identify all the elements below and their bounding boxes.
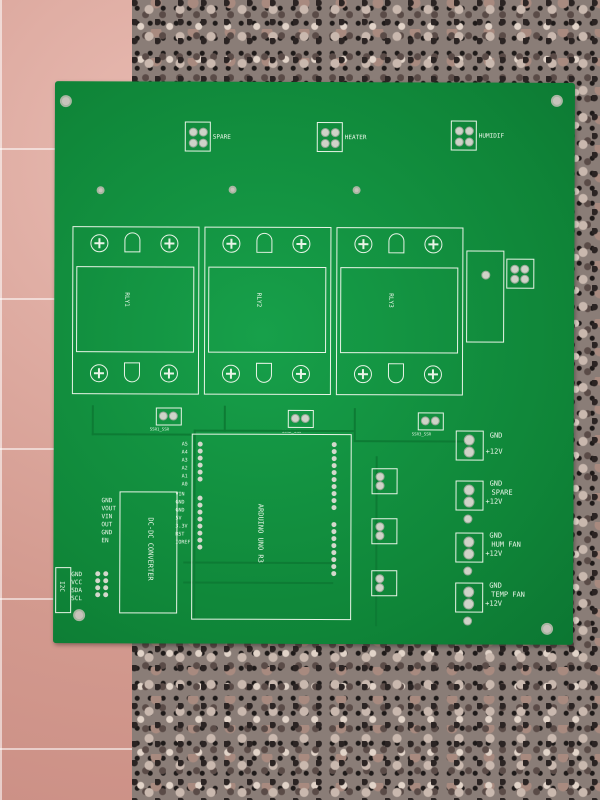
dcdc-converter-footprint: DC-DC CONVERTER <box>119 491 178 614</box>
terminal-label-spare: SPARE <box>212 133 231 141</box>
ssr-label-3: SSR3_SSR <box>411 431 432 437</box>
arduino-label: ARDUINO UNO R3 <box>256 503 265 563</box>
mounting-hole-top-right <box>550 94 563 107</box>
relay-footprint-2: RLY2 <box>203 226 332 396</box>
i2c-label: I2C <box>58 581 66 592</box>
relay-footprint-1: RLY1 <box>71 226 200 395</box>
mounting-hole-top-left <box>59 95 72 108</box>
arduino-power-pin-labels: VIN GND GND 5V 3.3V RST IOREF <box>175 491 191 546</box>
trace <box>353 440 464 443</box>
terminal-label-humidifier: HUMIDIF <box>478 132 505 140</box>
relay-footprint-3: RLY3 <box>335 227 464 396</box>
ssr-label-1: SSR1_SSR <box>149 426 170 432</box>
terminal-label-heater: HEATER <box>344 134 367 142</box>
via <box>228 185 237 194</box>
trace <box>223 405 226 432</box>
test-pad <box>463 514 473 524</box>
relay-label-1: RLY1 <box>123 292 131 307</box>
trace <box>193 429 354 433</box>
trace <box>91 433 192 436</box>
test-pad <box>463 616 473 626</box>
dcdc-pin-labels: GND VOUT VIN OUT GND EN <box>101 497 116 545</box>
trace <box>91 405 94 436</box>
arduino-footprint: ARDUINO UNO R3 <box>191 433 352 621</box>
mounting-hole-bottom-right <box>541 622 554 635</box>
arduino-header-right <box>331 442 337 577</box>
arduino-header-left <box>197 441 203 550</box>
dcdc-label: DC-DC CONVERTER <box>146 517 155 581</box>
trace <box>353 408 356 441</box>
relay-label-3: RLY3 <box>387 293 395 308</box>
pcb-board: SPARE HEATER HUMIDIF RLY1 RLY2 <box>53 81 575 645</box>
arduino-analog-pin-labels: A5 A4 A3 A2 A1 A0 <box>181 441 188 488</box>
via <box>96 186 105 195</box>
relay-label-2: RLY2 <box>255 292 263 308</box>
mounting-hole-bottom-left <box>73 609 86 622</box>
test-pad <box>463 566 473 576</box>
via <box>352 186 361 195</box>
